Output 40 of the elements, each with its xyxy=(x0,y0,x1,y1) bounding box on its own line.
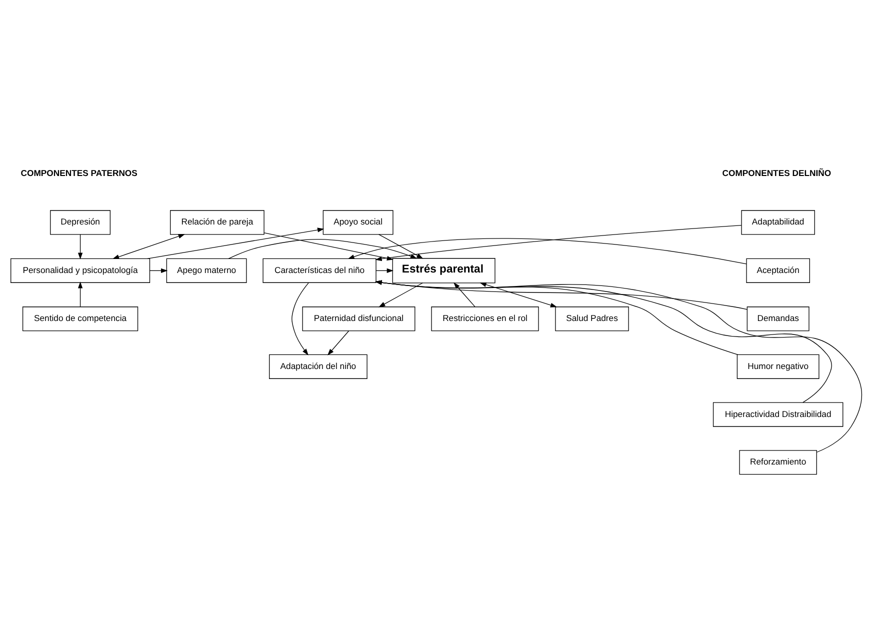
node-box: Restricciones en el rol xyxy=(431,306,539,331)
node-box: Demandas xyxy=(746,306,810,331)
node-box: Paternidad disfuncional xyxy=(302,306,416,331)
node-box: Humor negativo xyxy=(736,354,820,378)
arrow xyxy=(376,268,394,272)
arrow xyxy=(327,330,350,355)
node-box: Apego materno xyxy=(166,258,247,282)
node-box: Personalidad y psicopatología xyxy=(10,258,150,282)
arrow xyxy=(78,281,83,306)
arrow xyxy=(78,234,83,259)
arrow xyxy=(454,282,476,307)
arrow xyxy=(378,282,423,307)
arrow xyxy=(147,227,324,258)
arrow xyxy=(112,234,185,259)
node-box: Hiperactividad Distraibilidad xyxy=(712,402,844,426)
arrow xyxy=(375,280,748,310)
arrow xyxy=(292,282,309,355)
node-box: Relación de pareja xyxy=(170,210,264,234)
node-box: Sentido de competencia xyxy=(22,306,138,331)
label: COMPONENTES PATERNOS xyxy=(20,168,138,178)
arrow xyxy=(348,238,747,264)
node-box: Apoyo social xyxy=(322,210,394,234)
arrow xyxy=(375,280,832,402)
arrow xyxy=(378,234,424,258)
node-box: Adaptabilidad xyxy=(741,210,815,234)
label: COMPONENTES DELNIÑO xyxy=(722,168,832,178)
arrow xyxy=(150,268,168,272)
arrow xyxy=(375,280,738,354)
node-box: Características del niño xyxy=(262,258,376,282)
node-box: Estrés parental xyxy=(392,258,496,283)
arrow xyxy=(264,232,394,260)
node-box: Reforzamiento xyxy=(739,450,817,474)
node-box: Depresión xyxy=(50,210,111,234)
node-box: Salud Padres xyxy=(555,306,629,331)
arrow xyxy=(375,280,862,452)
arrow xyxy=(228,238,418,258)
node-box: Adaptación del niño xyxy=(269,354,368,378)
arrow xyxy=(375,224,742,261)
arrow xyxy=(480,282,558,307)
node-box: Aceptación xyxy=(746,258,810,282)
